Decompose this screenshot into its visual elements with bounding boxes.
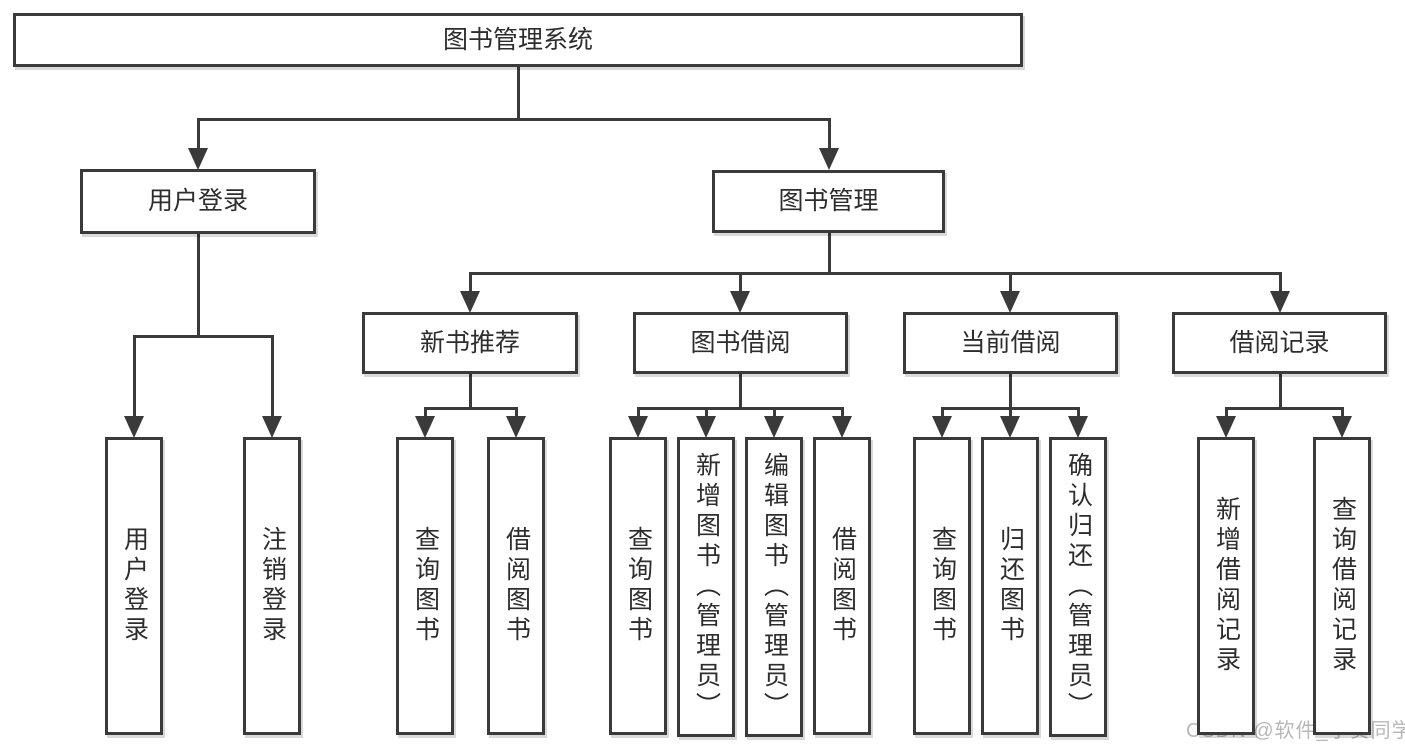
arrow-down-icon: [1332, 416, 1352, 438]
arrow-down-icon: [832, 416, 852, 438]
node-label: 查询图书: [411, 526, 440, 646]
connector-hline: [468, 272, 1282, 275]
connector-arrow-stem: [1008, 407, 1012, 420]
node-borrowing-records: 借阅记录: [1172, 312, 1387, 374]
node-label: 新增借阅记录: [1212, 496, 1241, 676]
node-borrow-books-1: 借阅图书: [487, 437, 545, 735]
node-return-books: 归还图书: [981, 437, 1039, 735]
node-query-books-1: 查询图书: [396, 437, 454, 735]
arrow-down-icon: [819, 148, 839, 170]
node-label: 查询图书: [928, 526, 957, 646]
connector-vline: [1008, 374, 1012, 410]
arrow-down-icon: [730, 291, 750, 313]
connector-vline: [468, 374, 472, 410]
arrow-down-icon: [1000, 416, 1020, 438]
node-label: 图书管理: [778, 187, 879, 215]
arrow-down-icon: [764, 416, 784, 438]
connector-arrow-stem: [840, 407, 844, 420]
connector-arrow-stem: [636, 407, 640, 420]
node-label: 编辑图书（管理员）: [760, 452, 789, 722]
node-new-book-recommend: 新书推荐: [362, 312, 578, 374]
node-label: 确认归还（管理员）: [1064, 452, 1093, 722]
connector-hline: [132, 335, 274, 338]
node-borrow-books-2: 借阅图书: [813, 437, 871, 735]
arrow-down-icon: [1270, 291, 1290, 313]
arrow-down-icon: [628, 416, 648, 438]
arrow-down-icon: [415, 416, 435, 438]
node-confirm-return-admin: 确认归还（管理员）: [1049, 437, 1107, 737]
connector-arrow-stem: [423, 407, 427, 420]
connector-arrow-stem: [940, 407, 944, 420]
arrow-down-icon: [188, 148, 208, 170]
arrow-down-icon: [696, 416, 716, 438]
connector-arrow-stem: [514, 407, 518, 420]
node-label: 借阅图书: [828, 526, 857, 646]
arrow-down-icon: [124, 416, 144, 438]
connector-arrow-stem: [196, 118, 200, 152]
connector-hline: [196, 118, 831, 121]
arrow-down-icon: [262, 416, 282, 438]
node-query-books-3: 查询图书: [913, 437, 971, 735]
connector-arrow-stem: [738, 272, 742, 295]
node-book-borrowing: 图书借阅: [633, 312, 848, 374]
node-label: 查询图书: [624, 526, 653, 646]
node-label: 借阅图书: [502, 526, 531, 646]
node-label: 当前借阅: [960, 328, 1061, 357]
connector-arrow-stem: [468, 272, 472, 295]
node-user-login-leaf: 用户登录: [105, 437, 163, 735]
connector-vline: [516, 67, 520, 121]
connector-vline: [738, 374, 742, 410]
node-label: 新增图书（管理员）: [692, 452, 721, 722]
node-root: 图书管理系统: [13, 13, 1023, 67]
connector-arrow-stem: [270, 335, 274, 420]
connector-arrow-stem: [1278, 272, 1282, 295]
arrow-down-icon: [1068, 416, 1088, 438]
node-label: 用户登录: [120, 526, 149, 646]
node-label: 图书管理系统: [442, 25, 593, 54]
node-label: 注销登录: [258, 526, 287, 646]
node-query-borrow-record: 查询借阅记录: [1313, 437, 1371, 735]
connector-arrow-stem: [1008, 272, 1012, 295]
connector-arrow-stem: [704, 407, 708, 420]
connector-arrow-stem: [1224, 407, 1228, 420]
connector-hline: [423, 407, 518, 410]
arrow-down-icon: [932, 416, 952, 438]
node-query-books-2: 查询图书: [609, 437, 667, 735]
node-label: 归还图书: [996, 526, 1025, 646]
connector-arrow-stem: [132, 335, 136, 420]
node-logout-leaf: 注销登录: [243, 437, 301, 735]
connector-hline: [636, 407, 844, 410]
connector-vline: [196, 234, 200, 338]
node-label: 查询借阅记录: [1328, 496, 1357, 676]
node-current-borrowing: 当前借阅: [903, 312, 1118, 374]
node-book-management: 图书管理: [712, 170, 945, 233]
connector-arrow-stem: [1076, 407, 1080, 420]
node-label: 图书借阅: [690, 328, 791, 357]
connector-hline: [1224, 407, 1344, 410]
node-add-borrow-record: 新增借阅记录: [1197, 437, 1255, 735]
node-user-login: 用户登录: [80, 169, 316, 234]
connector-vline: [1278, 374, 1282, 410]
node-edit-books-admin: 编辑图书（管理员）: [745, 437, 803, 737]
connector-arrow-stem: [1340, 407, 1344, 420]
node-label: 用户登录: [147, 187, 248, 215]
arrow-down-icon: [506, 416, 526, 438]
node-label: 新书推荐: [419, 328, 520, 357]
connector-arrow-stem: [827, 118, 831, 152]
node-add-books-admin: 新增图书（管理员）: [677, 437, 735, 737]
connector-vline: [827, 233, 831, 275]
connector-arrow-stem: [772, 407, 776, 420]
node-label: 借阅记录: [1229, 328, 1330, 357]
arrow-down-icon: [1216, 416, 1236, 438]
arrow-down-icon: [460, 291, 480, 313]
arrow-down-icon: [1000, 291, 1020, 313]
